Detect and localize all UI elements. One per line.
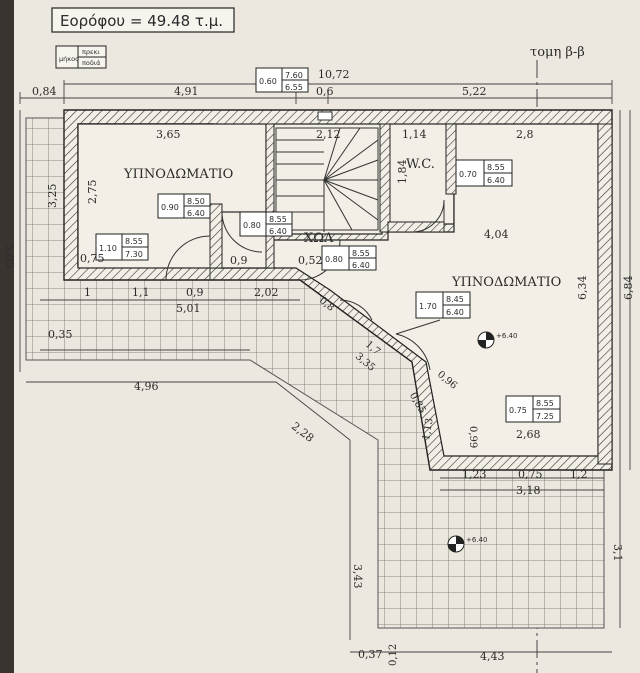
legend-sill: ποδιά <box>82 59 100 67</box>
svg-text:8.45: 8.45 <box>446 295 464 304</box>
svg-text:6.40: 6.40 <box>446 308 464 317</box>
svg-text:2,02: 2,02 <box>254 286 279 299</box>
svg-text:8.55: 8.55 <box>125 237 143 246</box>
svg-text:6,84: 6,84 <box>622 276 635 301</box>
opening-tag-o8: 0.75 8.55 7.25 <box>505 395 561 423</box>
svg-text:6.40: 6.40 <box>187 209 205 218</box>
svg-text:1,84: 1,84 <box>396 160 409 185</box>
svg-text:6.40: 6.40 <box>269 227 287 236</box>
svg-text:6.55: 6.55 <box>285 83 303 92</box>
svg-text:5,22: 5,22 <box>462 85 487 98</box>
svg-text:2,75: 2,75 <box>86 180 99 205</box>
svg-text:2,12: 2,12 <box>316 128 341 141</box>
opening-tag-o2: 0.90 8.50 6.40 <box>157 193 211 219</box>
svg-text:0.80: 0.80 <box>325 255 343 264</box>
elevation-marker-room: +6.40 <box>477 331 517 349</box>
svg-text:0,99: 0,99 <box>467 426 478 448</box>
svg-text:4,96: 4,96 <box>134 380 159 393</box>
svg-text:0.80: 0.80 <box>243 221 261 230</box>
svg-text:4,43: 4,43 <box>480 650 505 663</box>
svg-text:3,43: 3,43 <box>351 564 364 589</box>
svg-text:1,14: 1,14 <box>402 128 427 141</box>
svg-text:0,84: 0,84 <box>32 85 57 98</box>
top-dimension-lines <box>19 80 613 104</box>
legend-key: μήκος πρεκι ποδιά <box>55 45 107 69</box>
svg-text:6,34: 6,34 <box>576 276 589 301</box>
svg-text:8.55: 8.55 <box>536 399 554 408</box>
legend-length: μήκος <box>59 55 79 63</box>
svg-text:0.60: 0.60 <box>259 77 277 86</box>
svg-text:0,6: 0,6 <box>316 85 334 98</box>
svg-text:1,2: 1,2 <box>570 468 588 481</box>
title-box <box>51 7 235 33</box>
label-bedroom-left: ΥΠΝΟΔΩΜΑΤΙΟ <box>123 167 233 182</box>
svg-text:4,04: 4,04 <box>484 228 509 241</box>
opening-tag-o3: 0.80 8.55 6.40 <box>239 211 293 237</box>
svg-text:0,75: 0,75 <box>518 468 543 481</box>
svg-text:0,12: 0,12 <box>388 644 399 666</box>
svg-text:1.70: 1.70 <box>419 302 437 311</box>
label-hall: ΧΩΛ <box>304 231 334 246</box>
dimension-labels: 10,72 0,84 4,91 0,6 5,22 3,65 2,12 1,14 … <box>3 68 635 666</box>
opening-tag-o5: 1.10 8.55 7.30 <box>95 233 149 261</box>
label-wc: W.C. <box>406 157 435 172</box>
svg-text:0.90: 0.90 <box>161 203 179 212</box>
svg-text:8.55: 8.55 <box>269 215 287 224</box>
svg-text:3,65: 3,65 <box>156 128 181 141</box>
svg-text:+6.40: +6.40 <box>466 536 487 544</box>
partitions <box>209 123 613 465</box>
svg-text:1,13: 1,13 <box>421 417 436 441</box>
svg-text:1.10: 1.10 <box>99 244 117 253</box>
svg-text:0,9: 0,9 <box>230 254 248 267</box>
paper-shadow-left <box>0 0 14 673</box>
svg-text:2,68: 2,68 <box>516 428 541 441</box>
svg-text:10,72: 10,72 <box>318 68 350 81</box>
svg-text:1: 1 <box>84 286 91 299</box>
elevation-marker-balcony: +6.40 <box>447 535 487 553</box>
svg-text:0.75: 0.75 <box>509 406 527 415</box>
svg-text:5,05: 5,05 <box>3 244 16 269</box>
svg-text:8.55: 8.55 <box>352 249 370 258</box>
svg-text:7.30: 7.30 <box>125 250 143 259</box>
svg-text:1,23: 1,23 <box>462 468 487 481</box>
svg-text:0,37: 0,37 <box>358 648 383 661</box>
opening-tag-o7: 1.70 8.45 6.40 <box>415 291 471 319</box>
svg-text:+6.40: +6.40 <box>496 332 517 340</box>
svg-text:2,8: 2,8 <box>516 128 534 141</box>
section-label: τομη β-β <box>530 45 585 60</box>
svg-text:5,01: 5,01 <box>176 302 201 315</box>
side-dimension-lines <box>19 110 631 653</box>
svg-text:3,18: 3,18 <box>516 484 541 497</box>
area-title: Εορόφου = 49.48 τ.μ. <box>60 12 223 30</box>
svg-text:0,9: 0,9 <box>186 286 204 299</box>
svg-text:7.60: 7.60 <box>285 71 303 80</box>
opening-tag-o1: 0.60 7.60 6.55 <box>255 67 309 93</box>
opening-tag-o4: 0.70 8.55 6.40 <box>455 159 513 187</box>
svg-text:6.40: 6.40 <box>487 176 505 185</box>
svg-text:7.25: 7.25 <box>536 412 554 421</box>
staircase <box>275 111 379 232</box>
svg-text:3,1: 3,1 <box>611 544 624 562</box>
svg-text:8.50: 8.50 <box>187 197 205 206</box>
svg-text:3,25: 3,25 <box>46 184 59 209</box>
svg-text:8.55: 8.55 <box>487 163 505 172</box>
svg-text:0,52: 0,52 <box>298 254 323 267</box>
svg-text:6.40: 6.40 <box>352 261 370 270</box>
label-bedroom-right: ΥΠΝΟΔΩΜΑΤΙΟ <box>451 275 561 290</box>
opening-tag-o6: 0.80 8.55 6.40 <box>321 245 377 271</box>
legend-lintel: πρεκι <box>82 48 100 56</box>
svg-text:0,35: 0,35 <box>48 328 73 341</box>
svg-text:1,1: 1,1 <box>132 286 150 299</box>
svg-text:4,91: 4,91 <box>174 85 199 98</box>
svg-text:0.70: 0.70 <box>459 170 477 179</box>
svg-text:0,75: 0,75 <box>80 252 105 265</box>
